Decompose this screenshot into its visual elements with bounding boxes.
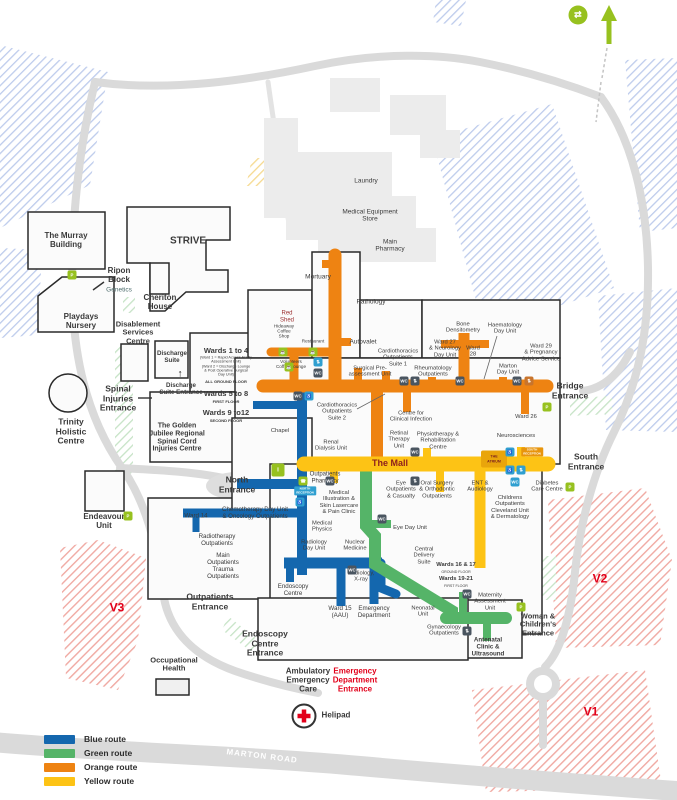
toilets-icon: WC — [347, 565, 357, 575]
coffee-lounge-icon: ☕ — [284, 362, 294, 372]
rail-direction-arrow — [595, 5, 617, 123]
blue-route-label: Blue route — [84, 734, 127, 744]
visitor-parking-areas — [60, 488, 672, 792]
restaurant-icon: ☕ — [308, 347, 318, 357]
macmillan-support-icon: i — [271, 463, 285, 477]
lift-icon: ⇅ — [524, 376, 534, 386]
legend-item-green-route: Green route — [44, 748, 137, 758]
orange-route-swatch — [44, 762, 75, 772]
south-reception-badge: SOUTH RECEPTION — [521, 447, 543, 457]
accessible-icon: ♿ — [295, 497, 305, 507]
lift-icon: ⇅ — [313, 357, 323, 367]
accessible-icon: ♿ — [505, 447, 515, 457]
toilets-icon: WC — [325, 476, 335, 486]
north-reception-badge: NORTH RECEPTION — [294, 486, 316, 496]
lift-icon: ⇅ — [410, 376, 420, 386]
green-route-label: Green route — [84, 748, 133, 758]
yellow-route-swatch — [44, 776, 75, 786]
atrium-badge: THE ATRIUM — [481, 450, 507, 468]
toilets-icon: WC — [455, 376, 465, 386]
legend-item-blue-route: Blue route — [44, 734, 137, 744]
pay-display-icon: P — [67, 270, 77, 280]
toilets-icon: WC — [293, 391, 303, 401]
pay-display-icon: P — [123, 511, 133, 521]
pay-display-icon: P — [542, 402, 552, 412]
coffee-shop-icon: ☕ — [278, 347, 288, 357]
buildings — [27, 78, 561, 696]
pay-display-icon: P — [565, 482, 575, 492]
toilets-icon: WC — [410, 447, 420, 457]
green-route-swatch — [44, 748, 75, 758]
toilets-icon: WC — [462, 589, 472, 599]
pay-display-icon: P — [516, 602, 526, 612]
pointer-lines — [92, 281, 498, 410]
lift-icon: ⇅ — [516, 465, 526, 475]
yellow-route-label: Yellow route — [84, 776, 135, 786]
lift-icon: ⇅ — [462, 626, 472, 636]
legend-item-yellow-route: Yellow route — [44, 776, 137, 786]
lift-icon: ⇅ — [410, 476, 420, 486]
orange-route-label: Orange route — [84, 762, 138, 772]
accessible-icon: ♿ — [304, 391, 314, 401]
rail-station-icon: ⇄ — [568, 5, 588, 25]
toilets-icon: WC — [399, 376, 409, 386]
accessible-icon: ♿ — [505, 465, 515, 475]
blue-route-swatch — [44, 734, 75, 744]
helipad-icon — [291, 703, 317, 729]
toilets-icon: WC — [377, 514, 387, 524]
offsite-areas — [0, 0, 677, 432]
toilets-icon: WC — [313, 368, 323, 378]
legend-item-orange-route: Orange route — [44, 762, 137, 772]
pharmacy-phone-icon: ☎ — [298, 476, 308, 486]
toilets-icon: WC — [512, 376, 522, 386]
toilets-icon: WC — [510, 477, 520, 487]
